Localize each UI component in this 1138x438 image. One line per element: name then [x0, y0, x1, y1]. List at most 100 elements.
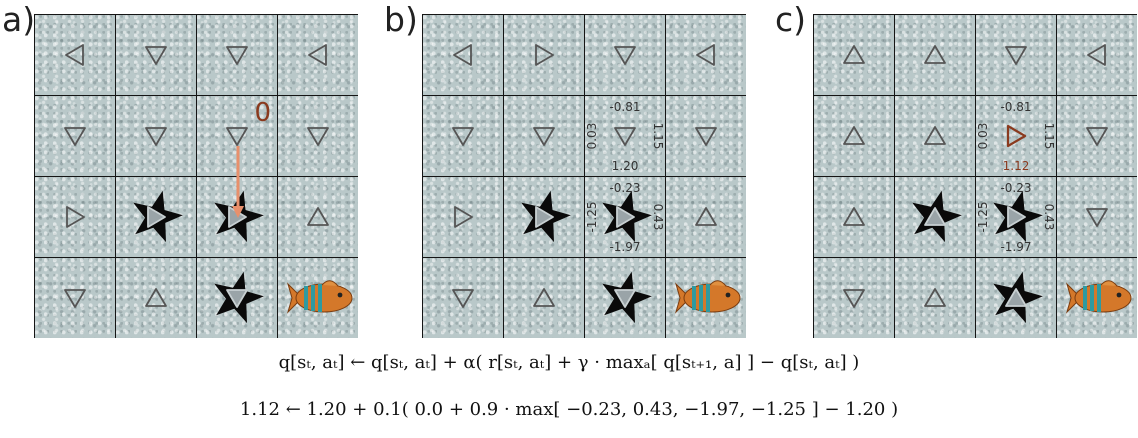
policy-arrow-up-icon [924, 126, 946, 145]
policy-arrow-right-icon [1007, 206, 1026, 228]
policy-arrow-right-icon [66, 206, 85, 228]
grid-cell [814, 15, 894, 95]
grid-cell [814, 177, 894, 257]
grid-cell [116, 177, 196, 257]
q-value-left: 0.03 [976, 122, 990, 150]
q-value-bottom: 1.12 [1002, 159, 1030, 173]
policy-arrow-down-icon [226, 46, 248, 65]
reward-label: 0 [254, 98, 271, 128]
grid-cell [35, 96, 115, 176]
q-update-equation: q[sₜ, aₜ] ← q[sₜ, aₜ] + α( r[sₜ, aₜ] + γ… [278, 352, 860, 373]
q-value-bottom: -1.97 [609, 240, 641, 254]
policy-arrow-down-icon [226, 127, 248, 146]
grid-cell [278, 96, 358, 176]
policy-arrow-down-icon [614, 289, 636, 308]
grid-cell [278, 177, 358, 257]
grid-cell [35, 177, 115, 257]
policy-arrow-down-icon [843, 289, 865, 308]
grid-cell [895, 15, 975, 95]
q-value-left: 0.03 [585, 122, 599, 150]
policy-arrow-right-icon [616, 206, 635, 228]
grid-cell [1057, 96, 1137, 176]
policy-arrow-down-icon [533, 127, 555, 146]
policy-arrow-up-icon [924, 207, 946, 226]
grid-cell [423, 96, 503, 176]
numeric-update-equation: 1.12 ← 1.20 + 0.1( 0.0 + 0.9 · max[ −0.2… [239, 399, 899, 420]
policy-arrow-down-icon [1005, 46, 1027, 65]
grid-cell [814, 96, 894, 176]
policy-arrow-up-icon [145, 288, 167, 307]
grid-cell [976, 258, 1056, 338]
policy-arrow-right-icon [535, 44, 554, 66]
policy-arrow-left-icon [696, 44, 715, 66]
panel-label-c: c) [775, 0, 807, 39]
fish-goal-icon [1065, 280, 1132, 314]
policy-arrow-right-icon [454, 206, 473, 228]
grid-cell: -0.23 -1.25 0.43 -1.97 [585, 177, 665, 257]
grid-cell: -0.81 0.03 1.15 1.12 [976, 96, 1056, 176]
q-value-top: -0.81 [1000, 100, 1032, 114]
policy-arrow-up-icon [924, 288, 946, 307]
policy-arrow-down-icon [226, 289, 248, 308]
grid-cell [895, 177, 975, 257]
policy-arrow-down-icon [1086, 208, 1108, 227]
policy-arrow-down-icon [452, 289, 474, 308]
q-value-right: 1.15 [1042, 122, 1056, 150]
policy-arrow-down-icon [145, 127, 167, 146]
policy-arrow-left-icon [65, 44, 84, 66]
grid-panel-b: -0.81 0.03 1.15 1.20 -0.23 -1.25 0.43 -1.97 [422, 14, 746, 338]
q-value-left: -1.25 [585, 201, 599, 233]
policy-arrow-down-icon [614, 127, 636, 146]
grid-cell [197, 258, 277, 338]
grid-cell [423, 258, 503, 338]
policy-arrow-left-icon [453, 44, 472, 66]
policy-arrow-up-icon [533, 288, 555, 307]
q-value-top: -0.81 [609, 100, 641, 114]
q-value-right: 1.15 [651, 122, 665, 150]
panel-label-a: a) [2, 0, 36, 39]
policy-arrow-right-icon [535, 206, 554, 228]
q-value-left: -1.25 [976, 201, 990, 233]
grid-cell [278, 258, 358, 338]
policy-arrow-up-icon [695, 207, 717, 226]
grid-cell [585, 15, 665, 95]
policy-arrow-up-icon [1005, 288, 1027, 307]
grid-cell [504, 258, 584, 338]
grid-panel-a: 0 [34, 14, 358, 338]
grid-cell [895, 258, 975, 338]
q-value-right: 0.43 [651, 203, 665, 231]
policy-arrow-right-icon [1006, 124, 1027, 148]
grid-cell [1057, 15, 1137, 95]
grid-cell [197, 15, 277, 95]
q-value-bottom: -1.97 [1000, 240, 1032, 254]
policy-arrow-up-icon [307, 207, 329, 226]
grid-cell [423, 177, 503, 257]
grid-cell [1057, 177, 1137, 257]
move-arrow-head-icon [232, 206, 244, 218]
grid-cell [666, 177, 746, 257]
policy-arrow-left-icon [308, 44, 327, 66]
fish-goal-icon [286, 280, 353, 314]
policy-arrow-up-icon [843, 45, 865, 64]
grid-cell [116, 96, 196, 176]
policy-arrow-down-icon [307, 127, 329, 146]
grid-cell [666, 15, 746, 95]
grid-cell [35, 15, 115, 95]
grid-cell [895, 96, 975, 176]
policy-arrow-down-icon [1086, 127, 1108, 146]
fish-goal-icon [674, 280, 741, 314]
policy-arrow-down-icon [64, 289, 86, 308]
grid-cell [976, 15, 1056, 95]
q-value-right: 0.43 [1042, 203, 1056, 231]
policy-arrow-down-icon [614, 46, 636, 65]
q-value-top: -0.23 [609, 181, 641, 195]
grid-cell [423, 15, 503, 95]
grid-cell [504, 15, 584, 95]
q-value-bottom: 1.20 [611, 159, 639, 173]
grid-cell [585, 258, 665, 338]
grid-cell: 0 [197, 96, 277, 218]
grid-cell [116, 15, 196, 95]
grid-cell [666, 258, 746, 338]
